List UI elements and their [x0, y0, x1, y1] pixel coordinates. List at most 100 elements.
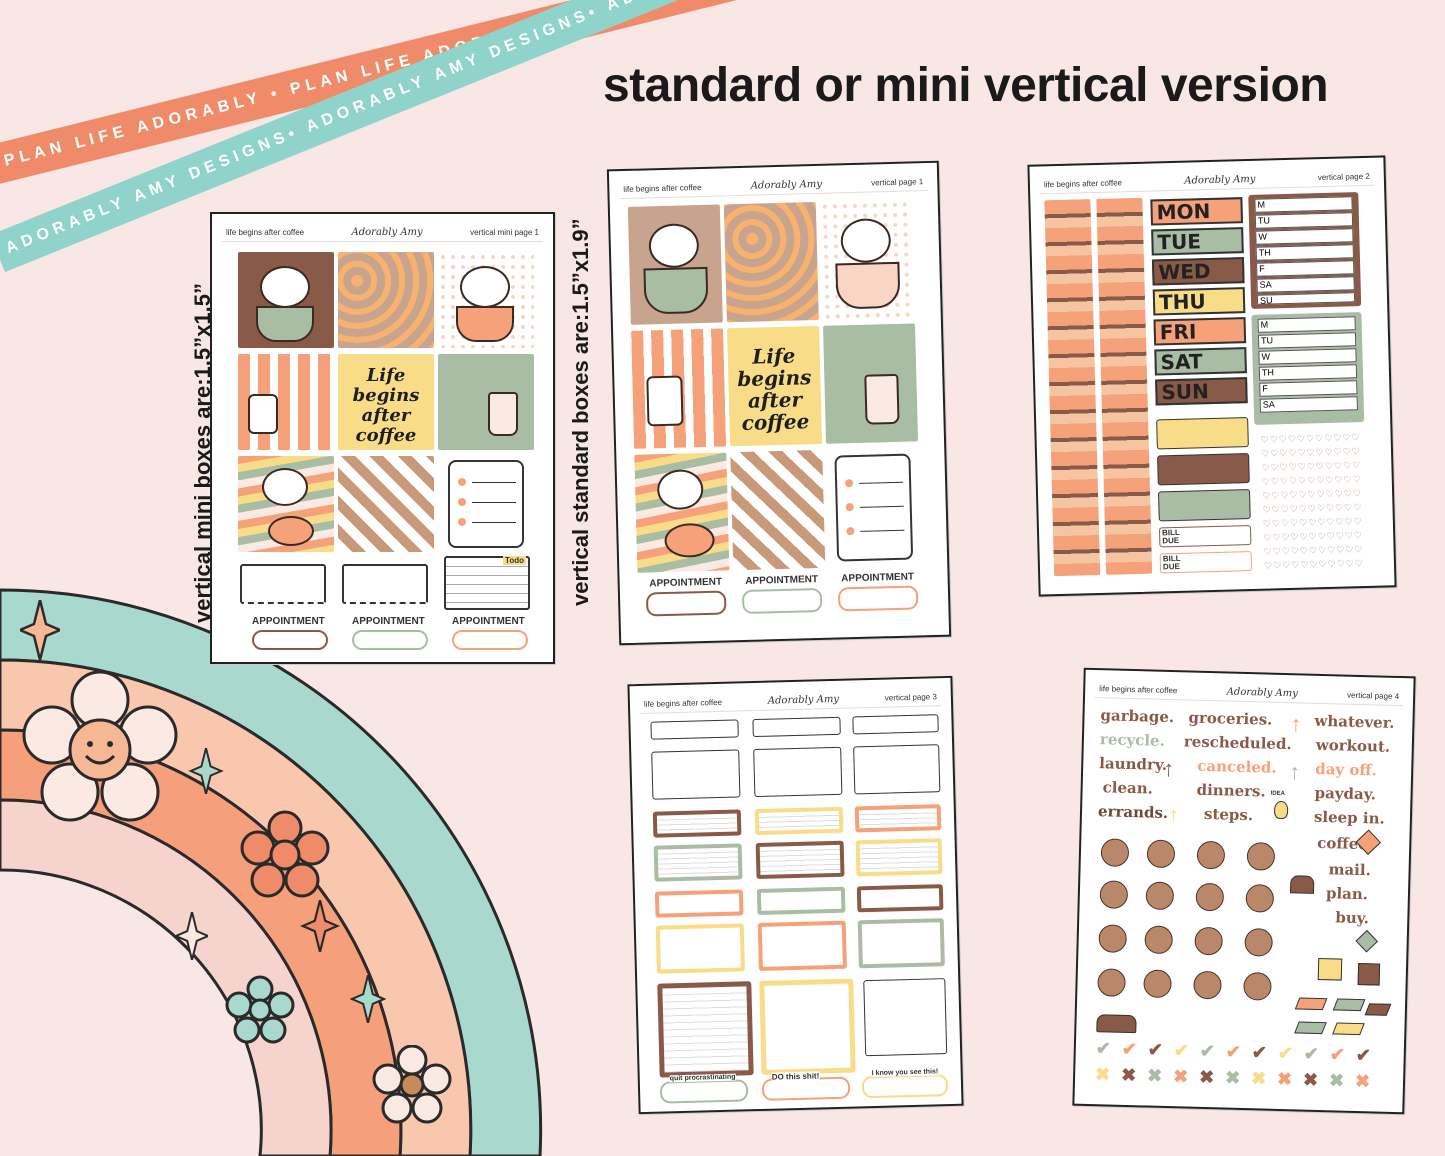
- bill-due-box: BILL DUE: [1158, 525, 1252, 548]
- weekly-list-box: M TU W TH F SA: [1251, 312, 1365, 425]
- appointment-box: [452, 630, 528, 650]
- bear-sticker-icon: [1100, 838, 1130, 867]
- cross-icon: ✖: [1302, 1069, 1319, 1091]
- day-label-sat: SAT: [1154, 347, 1247, 376]
- word-sticker: errands.: [1097, 802, 1169, 822]
- idea-label: IDEA: [1270, 790, 1285, 798]
- bulb-shape: [1273, 800, 1289, 820]
- quote-text: Life begins after coffee: [736, 343, 812, 435]
- sparkle-icon: [188, 748, 224, 794]
- tape-strip: [1364, 1003, 1392, 1016]
- grid-box: [653, 843, 743, 882]
- brand-logo: Adorably Amy: [1226, 686, 1298, 700]
- weekly-list-box: M TU W TH F SA SU: [1248, 192, 1362, 309]
- appointment-box: [352, 630, 428, 650]
- habit-tracker-box: [1157, 453, 1250, 486]
- bear-sticker-icon: [1145, 881, 1175, 911]
- word-sticker: groceries.: [1188, 708, 1273, 729]
- cat-teacup-box: [634, 452, 730, 573]
- weekday-row: F: [1256, 260, 1355, 277]
- note-flag-box: [240, 564, 326, 604]
- bear-sticker-icon: [1245, 884, 1275, 913]
- bear-sticker-icon: [1193, 970, 1222, 1000]
- frappe-pattern-box: [730, 449, 826, 571]
- large-grid-box: [657, 981, 754, 1078]
- sheet-header: life begins after coffee Adorably Amy ve…: [639, 688, 942, 715]
- bear-sticker-icon: [1194, 926, 1224, 956]
- grid-box: [855, 838, 943, 877]
- cross-icon: ✖: [1094, 1064, 1111, 1085]
- page-headline: standard or mini vertical version: [603, 59, 1329, 112]
- sheet-title: life begins after coffee: [1099, 684, 1178, 696]
- sheet-header: life begins after coffee Adorably Amy ve…: [222, 224, 543, 242]
- brand-logo: Adorably Amy: [351, 227, 423, 238]
- weekday-row: TU: [1257, 332, 1357, 349]
- checkmark-icon: ✔: [1095, 1038, 1112, 1059]
- cross-icon: ✖: [1172, 1066, 1189, 1087]
- pin-icon: [1355, 929, 1379, 953]
- sparkle-icon: [300, 900, 340, 952]
- sheet-page-number: vertical page 2: [1317, 171, 1370, 183]
- bear-sticker-icon: [1146, 839, 1176, 869]
- checklist-line: [859, 505, 904, 508]
- weekday-row: M: [1254, 196, 1353, 213]
- cross-icon: ✖: [1354, 1070, 1371, 1092]
- appointment-label: APPOINTMENT: [745, 574, 819, 587]
- weekday-row: TH: [1258, 364, 1358, 381]
- note-flag-box: [342, 564, 428, 604]
- cross-icon: ✖: [1198, 1066, 1215, 1088]
- sparkle-icon: [20, 600, 60, 660]
- weekday-row: SU: [1256, 292, 1356, 306]
- day-label-wed: WED: [1151, 257, 1245, 286]
- blank-box: [856, 884, 944, 913]
- checkmark-icon: ✔: [1225, 1041, 1242, 1062]
- smiley-flower-icon: [22, 670, 178, 822]
- header-box: [852, 714, 939, 735]
- cup-icon: [643, 266, 709, 315]
- weekday-row: TH: [1255, 244, 1354, 261]
- latte-icon: [646, 375, 684, 427]
- day-label-sun: SUN: [1155, 377, 1248, 406]
- cat-pumpkin-sticker-box: [438, 252, 534, 348]
- appointment-label: APPOINTMENT: [252, 616, 325, 627]
- checkmark-icon: ✔: [1329, 1044, 1346, 1065]
- blank-box: [654, 889, 744, 918]
- sheet-page-number: vertical page 3: [884, 692, 937, 703]
- appointment-box: [741, 587, 823, 615]
- sheet-title: life begins after coffee: [643, 697, 723, 709]
- day-label-fri: FRI: [1153, 317, 1247, 346]
- coffee-cup-icon: [864, 373, 900, 425]
- sheet-title: life begins after coffee: [1043, 178, 1123, 190]
- weekday-row: W: [1255, 228, 1354, 245]
- weekday-row: SA: [1259, 396, 1358, 413]
- page2-sticker-sheet: life begins after coffee Adorably Amy ve…: [1027, 155, 1397, 597]
- day-label-thu: THU: [1152, 287, 1246, 316]
- tape-strip: [1332, 998, 1366, 1012]
- checklist-dot: [846, 527, 855, 536]
- full-box: [651, 749, 741, 800]
- weekday-row: F: [1259, 380, 1358, 397]
- checklist-line: [860, 529, 905, 532]
- checklist-dot: [845, 503, 854, 512]
- quote-box: Life begins after coffee: [727, 325, 823, 447]
- bill-due-label: BILL DUE: [1162, 553, 1181, 572]
- page3-sticker-sheet: life begins after coffee Adorably Amy ve…: [627, 675, 964, 1115]
- cat-face-icon: [656, 469, 704, 511]
- bear-sticker-icon: [1098, 924, 1128, 953]
- bear-sticker-icon: [1243, 972, 1272, 1001]
- leaf-pattern-box: [723, 201, 819, 323]
- checklist-dot: [458, 498, 466, 506]
- grid-box: [754, 806, 844, 836]
- donut-icon: [268, 516, 314, 546]
- sheet-header: life begins after coffee Adorably Amy ve…: [1039, 167, 1375, 195]
- stripe-box: [238, 354, 334, 450]
- cross-icon: ✖: [1328, 1070, 1345, 1091]
- leaf-pattern-box: [338, 252, 434, 348]
- blank-box: [655, 923, 745, 974]
- mini-sticker-sheet: life begins after coffee Adorably Amy ve…: [210, 212, 555, 664]
- word-sticker: recycle.: [1099, 730, 1166, 750]
- large-box: [759, 978, 856, 1075]
- coffee-cup-icon: [488, 392, 518, 436]
- cup-icon: [256, 306, 314, 342]
- checklist-line: [472, 482, 516, 483]
